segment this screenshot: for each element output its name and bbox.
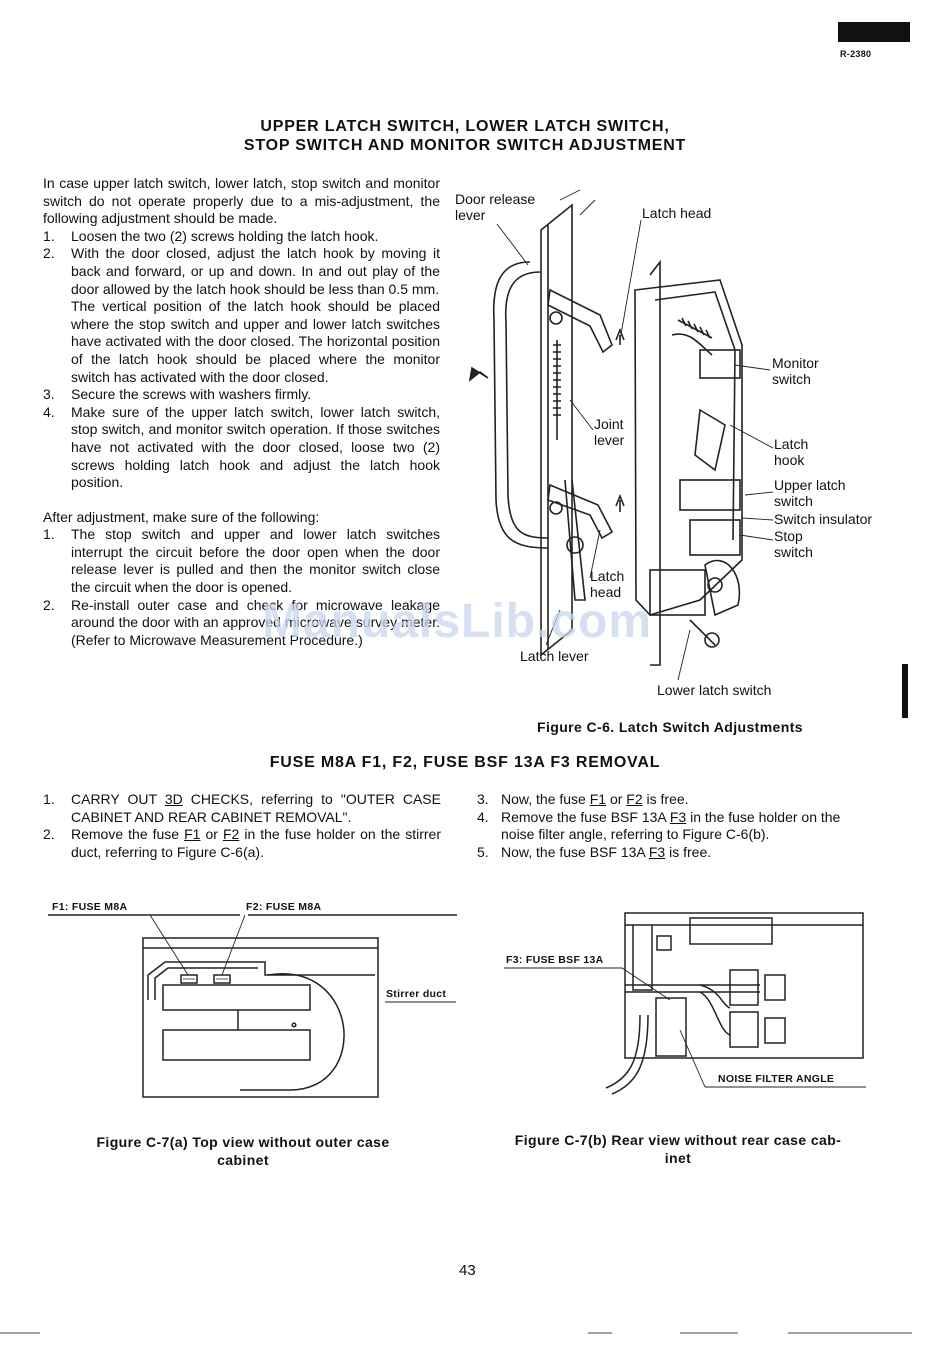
list-item: 5.Now, the fuse BSF 13A F3 is free. — [477, 843, 712, 860]
figure-c7b-caption: Figure C-7(b) Rear view without rear cas… — [514, 1132, 842, 1166]
list-item: 3.Now, the fuse F1 or F2 is free. — [477, 791, 689, 807]
label-stirrer-duct: Stirrer duct — [386, 988, 447, 1000]
list-item: 1.CARRY OUT 3D CHECKS, referring to "OUT… — [43, 791, 441, 825]
label-f1-fuse: F1: FUSE M8A — [52, 901, 128, 913]
list-item: 4.Make sure of the upper latch switch, l… — [43, 403, 440, 491]
label-latch-lever: Latch lever — [520, 648, 589, 664]
intro-paragraph: In case upper latch switch, lower latch,… — [43, 175, 440, 227]
list-item: 2.With the door closed, adjust the latch… — [43, 245, 440, 385]
watermark: ManualsLib.com — [262, 595, 653, 648]
label-lower-latch-switch: Lower latch switch — [657, 682, 772, 698]
label-f3-fuse: F3: FUSE BSF 13A — [506, 954, 604, 966]
adjustment-procedure-text: In case upper latch switch, lower latch,… — [43, 175, 440, 649]
fuse-steps-left: 1.CARRY OUT 3D CHECKS, referring to "OUT… — [43, 791, 441, 861]
list-item: 4.Remove the fuse BSF 13A F3 in the fuse… — [477, 808, 841, 843]
revision-bar — [902, 664, 908, 718]
fuse-steps-right: 3.Now, the fuse F1 or F2 is free. 4.Remo… — [477, 791, 877, 861]
section-title-line1: UPPER LATCH SWITCH, LOWER LATCH SWITCH, — [260, 118, 670, 135]
header-black-block — [838, 22, 910, 42]
label-noise-filter-angle: NOISE FILTER ANGLE — [718, 1073, 835, 1085]
figure-c7a-caption: Figure C-7(a) Top view without outer cas… — [96, 1134, 390, 1168]
figure-c6-caption: Figure C-6. Latch Switch Adjustments — [537, 719, 803, 735]
list-item: 1.The stop switch and upper and lower la… — [43, 526, 440, 596]
list-item: 1.Loosen the two (2) screws holding the … — [43, 227, 379, 244]
list-item: 2.Re-install outer case and check for mi… — [43, 596, 440, 648]
fuse-section-title: FUSE M8A F1, F2, FUSE BSF 13A F3 REMOVAL — [269, 754, 661, 771]
after-adjustment-steps: 1.The stop switch and upper and lower la… — [43, 526, 440, 649]
label-f2-fuse: F2: FUSE M8A — [246, 901, 322, 913]
model-code: R-2380 — [840, 49, 872, 59]
list-item: 2.Remove the fuse F1 or F2 in the fuse h… — [43, 826, 441, 860]
after-adjustment-intro: After adjustment, make sure of the follo… — [43, 508, 320, 525]
label-latch-head-top: Latch head — [642, 205, 712, 221]
page-number: 43 — [459, 1262, 476, 1279]
section-title-line2: STOP SWITCH AND MONITOR SWITCH ADJUSTMEN… — [243, 137, 687, 154]
adjustment-steps: 1.Loosen the two (2) screws holding the … — [43, 228, 440, 492]
label-switch-insulator: Switch insulator — [774, 511, 873, 527]
list-item: 3.Secure the screws with washers firmly. — [43, 386, 312, 403]
